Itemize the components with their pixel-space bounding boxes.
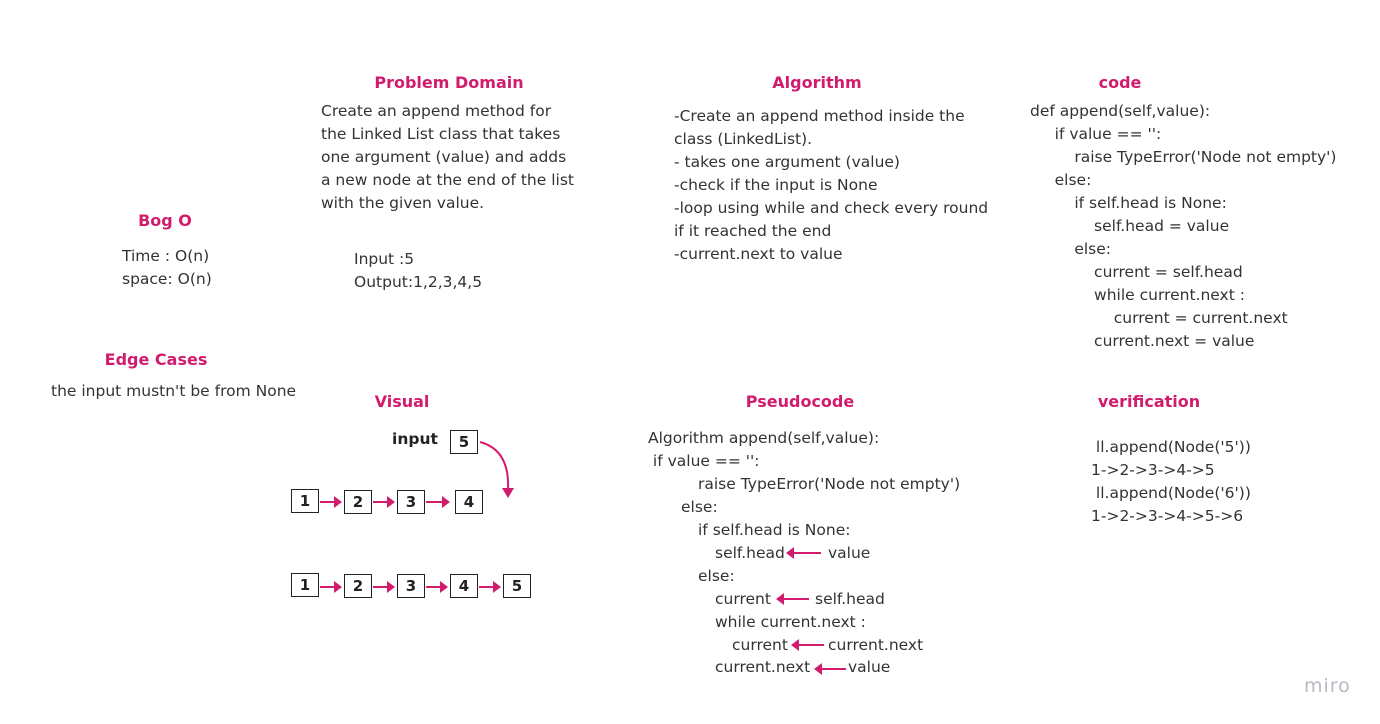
code-block: def append(self,value): if value == '': … bbox=[1030, 100, 1336, 353]
algorithm-line: -loop using while and check every round bbox=[674, 199, 989, 217]
pseudo-assign-right: current.next bbox=[828, 636, 924, 654]
algorithm-line: -Create an append method inside the bbox=[674, 107, 965, 125]
verification-heading: verification bbox=[1097, 392, 1201, 411]
row1-node: 4 bbox=[455, 490, 483, 514]
algorithm-steps: -Create an append method inside the clas… bbox=[674, 105, 988, 266]
row2-node: 1 bbox=[291, 573, 319, 597]
algorithm-line: class (LinkedList). bbox=[674, 130, 813, 148]
pseudo-assign-left: current bbox=[715, 590, 771, 608]
algorithm-line: -current.next to value bbox=[674, 245, 843, 263]
code-line: current = current.next bbox=[1030, 309, 1288, 327]
row2-node: 5 bbox=[503, 574, 531, 598]
code-line: self.head = value bbox=[1030, 217, 1230, 235]
pseudo-if-head: if self.head is None: bbox=[698, 521, 851, 539]
row1-arrow bbox=[320, 496, 342, 508]
pseudo-else: else: bbox=[681, 498, 718, 516]
algorithm-line: -check if the input is None bbox=[674, 176, 878, 194]
pseudocode-heading: Pseudocode bbox=[745, 392, 855, 411]
big-o-heading: Bog O bbox=[138, 211, 192, 230]
pseudo-if: if value == '': bbox=[648, 452, 760, 470]
space-complexity: space: O(n) bbox=[122, 270, 212, 288]
curved-arrow bbox=[479, 441, 514, 498]
verification-line: 1->2->3->4->5->6 bbox=[1091, 507, 1244, 525]
pseudo-while: while current.next : bbox=[715, 613, 866, 631]
code-line: raise TypeError('Node not empty') bbox=[1030, 148, 1337, 166]
code-line: while current.next : bbox=[1030, 286, 1245, 304]
row2-node: 4 bbox=[450, 574, 478, 598]
row2-node: 2 bbox=[344, 574, 372, 598]
code-line: else: bbox=[1030, 240, 1112, 258]
pseudo-else: else: bbox=[698, 567, 735, 585]
code-line: if self.head is None: bbox=[1030, 194, 1227, 212]
row2-arrow bbox=[479, 581, 501, 593]
code-line: if value == '': bbox=[1030, 125, 1162, 143]
verification-block: ll.append(Node('5')) 1->2->3->4->5 ll.ap… bbox=[1091, 436, 1251, 528]
problem-domain-heading: Problem Domain bbox=[374, 73, 524, 92]
row2-arrow bbox=[426, 581, 448, 593]
pseudo-raise: raise TypeError('Node not empty') bbox=[698, 475, 961, 493]
assign-arrow bbox=[776, 593, 809, 605]
code-line: current.next = value bbox=[1030, 332, 1255, 350]
miro-logo: miro bbox=[1304, 675, 1351, 697]
row1-node: 2 bbox=[344, 490, 372, 514]
pseudo-header: Algorithm append(self,value): bbox=[648, 429, 880, 447]
pseudo-assign-left: self.head bbox=[715, 544, 785, 562]
edge-cases-heading: Edge Cases bbox=[104, 350, 208, 369]
assign-arrow bbox=[814, 663, 846, 675]
visual-heading: Visual bbox=[374, 392, 430, 411]
row1-node: 3 bbox=[397, 490, 425, 514]
algorithm-line: - takes one argument (value) bbox=[674, 153, 900, 171]
problem-output: Output:1,2,3,4,5 bbox=[354, 273, 483, 291]
verification-line: ll.append(Node('6')) bbox=[1091, 484, 1251, 502]
code-line: current = self.head bbox=[1030, 263, 1243, 281]
pseudo-assign-right: value bbox=[828, 544, 871, 562]
row2-arrow bbox=[320, 581, 342, 593]
problem-description: Create an append method for the Linked L… bbox=[321, 102, 574, 212]
algorithm-heading: Algorithm bbox=[772, 73, 862, 92]
problem-input: Input :5 bbox=[354, 250, 415, 268]
assign-arrow bbox=[786, 547, 821, 559]
visual-input-label: input bbox=[392, 430, 438, 448]
row1-arrow bbox=[373, 496, 395, 508]
row2-node: 3 bbox=[397, 574, 425, 598]
edge-case-text: the input mustn't be from None bbox=[51, 382, 297, 400]
algorithm-line: if it reached the end bbox=[674, 222, 832, 240]
pseudo-assign-left: current.next bbox=[715, 658, 811, 676]
code-heading: code bbox=[1098, 73, 1142, 92]
assign-arrow bbox=[791, 639, 824, 651]
pseudo-assign-right: value bbox=[848, 658, 891, 676]
input-node-box: 5 bbox=[450, 430, 478, 454]
verification-line: 1->2->3->4->5 bbox=[1091, 461, 1215, 479]
row1-node: 1 bbox=[291, 489, 319, 513]
pseudo-assign-left: current bbox=[732, 636, 788, 654]
row1-arrow bbox=[426, 496, 450, 508]
pseudo-assign-right: self.head bbox=[815, 590, 885, 608]
verification-line: ll.append(Node('5')) bbox=[1091, 438, 1251, 456]
row2-arrow bbox=[373, 581, 395, 593]
code-line: def append(self,value): bbox=[1030, 102, 1211, 120]
time-complexity: Time : O(n) bbox=[122, 247, 210, 265]
code-line: else: bbox=[1030, 171, 1092, 189]
